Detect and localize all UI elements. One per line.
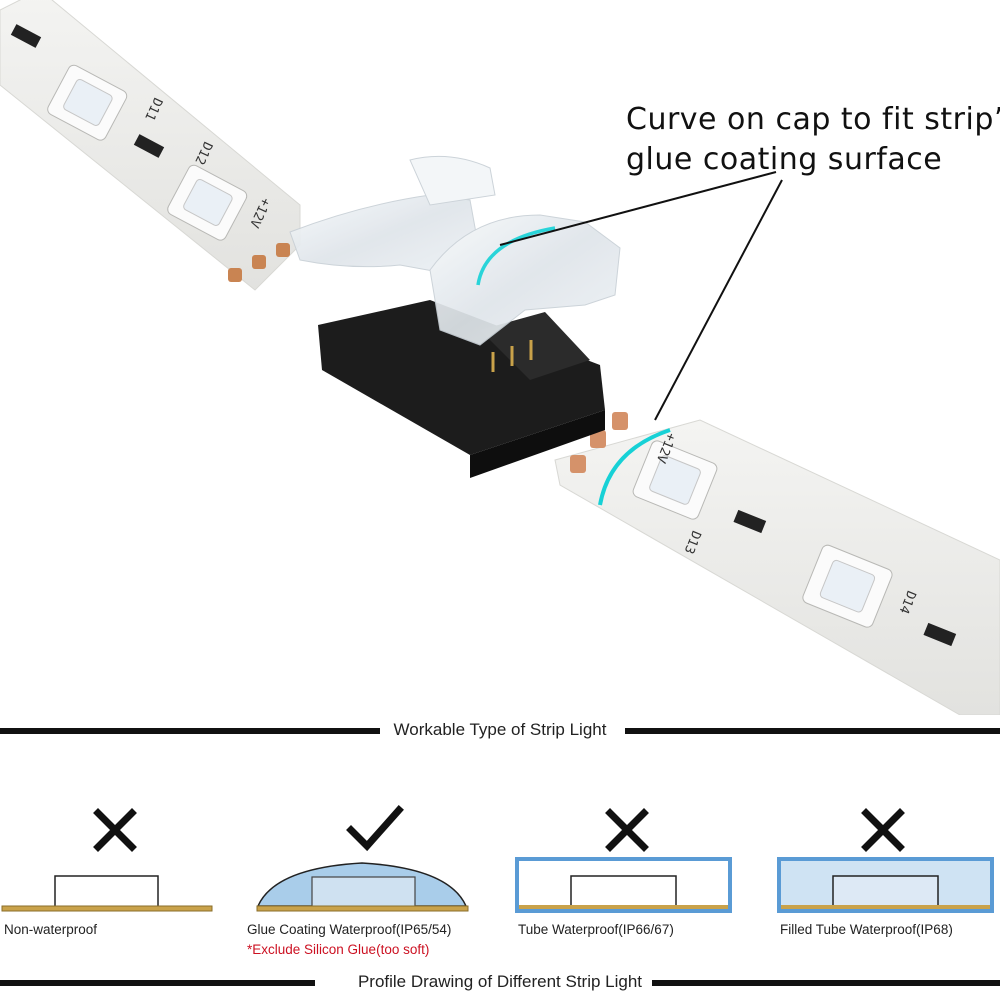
divider xyxy=(0,728,380,734)
lower-led-strip: +12V D13 D14 xyxy=(554,412,1000,715)
profile-caption: Tube Waterproof(IP66/67) xyxy=(518,922,674,937)
callout-leader-lines xyxy=(499,171,783,421)
callout-line-1: Curve on cap to fit strip’s xyxy=(626,102,1000,137)
product-illustration: D11 D12 +12V +12V D13 D14 xyxy=(0,0,1000,715)
led-chip xyxy=(802,544,893,628)
divider xyxy=(645,980,1000,986)
profile-title: Profile Drawing of Different Strip Light xyxy=(347,972,653,991)
upper-led-strip: D11 D12 +12V xyxy=(0,0,301,291)
profile-filled-tube: Filled Tube Waterproof(IP68) xyxy=(776,800,1000,940)
profile-drawing xyxy=(1,875,213,912)
profile-caption: Non-waterproof xyxy=(4,922,98,937)
profile-drawing xyxy=(777,857,994,913)
divider xyxy=(625,728,1000,734)
led-chip xyxy=(167,164,248,241)
glue-curve-marker xyxy=(476,226,556,286)
workable-title: Workable Type of Strip Light xyxy=(383,720,617,739)
resistor xyxy=(923,622,957,647)
check-icon xyxy=(346,805,404,852)
profile-glue-coating: Glue Coating Waterproof(IP65/54) *Exclud… xyxy=(245,800,475,957)
profile-caption: Glue Coating Waterproof(IP65/54) xyxy=(247,922,452,937)
profile-drawing xyxy=(256,862,469,912)
gold-pins xyxy=(491,340,533,372)
connector-base xyxy=(318,300,605,478)
profile-tube: Tube Waterproof(IP66/67) xyxy=(514,800,744,940)
profile-drawing xyxy=(515,857,732,913)
resistor xyxy=(133,134,165,158)
led-chip xyxy=(47,64,128,141)
cross-icon xyxy=(605,808,649,852)
led-chip xyxy=(632,440,718,520)
profile-non-waterproof: Non-waterproof xyxy=(0,800,230,940)
workable-section-header: Workable Type of Strip Light xyxy=(0,711,1000,751)
connector-cap xyxy=(289,155,621,346)
profile-section-header: Profile Drawing of Different Strip Light xyxy=(0,963,1000,1003)
profile-caption: Filled Tube Waterproof(IP68) xyxy=(780,922,953,937)
glue-curve-marker xyxy=(598,428,671,506)
divider xyxy=(0,980,315,986)
callout-line-2: glue coating surface xyxy=(626,142,943,177)
copper-pads xyxy=(228,243,290,282)
callout-text: Curve on cap to fit strip’s glue coating… xyxy=(626,100,1000,180)
resistor xyxy=(10,24,42,48)
resistor xyxy=(733,509,767,534)
copper-pads xyxy=(570,412,628,473)
profile-note: *Exclude Silicon Glue(too soft) xyxy=(247,942,430,957)
cross-icon xyxy=(93,808,137,852)
cross-icon xyxy=(861,808,905,852)
